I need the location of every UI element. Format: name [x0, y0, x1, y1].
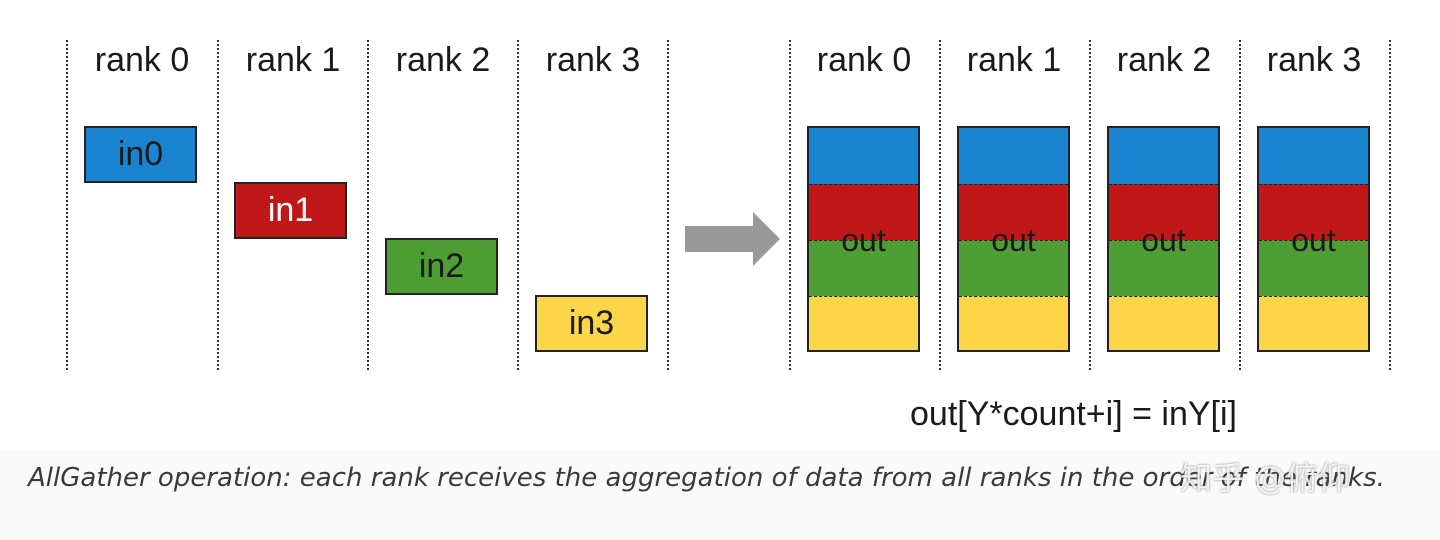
output-label: out [991, 222, 1036, 258]
input-label-in1: in1 [267, 191, 314, 229]
input-block-in3: in3 [535, 295, 648, 352]
input-block-in0: in0 [84, 126, 197, 183]
right-rank-label-3: rank 3 [1266, 41, 1362, 79]
output-segment-3 [1259, 296, 1368, 350]
rank-divider [1239, 40, 1241, 370]
output-buffer-rank-1: out [957, 126, 1070, 352]
rank-divider [1389, 40, 1391, 370]
input-block-in2: in2 [385, 238, 498, 295]
output-segment-0 [809, 128, 918, 184]
caption-band [0, 450, 1440, 540]
left-rank-label-3: rank 3 [545, 41, 641, 79]
output-segment-2 [809, 240, 918, 296]
allgather-formula: out[Y*count+i] = inY[i] [910, 395, 1237, 433]
input-label-in2: in2 [418, 247, 465, 285]
output-label: out [1141, 222, 1186, 258]
rank-divider [367, 40, 369, 370]
output-label: out [1291, 222, 1336, 258]
input-label-in3: in3 [568, 304, 615, 342]
right-rank-label-0: rank 0 [816, 41, 912, 79]
allgather-diagram: rank 0 rank 1 rank 2 rank 3 in0 in1 in2 … [66, 40, 1391, 433]
output-buffer-rank-2: out [1107, 126, 1220, 352]
right-arrow-icon [685, 212, 780, 266]
output-segment-0 [1109, 128, 1218, 184]
output-segment-1 [959, 184, 1068, 240]
output-label: out [841, 222, 886, 258]
output-buffer-rank-0: out [807, 126, 920, 352]
output-segment-1 [809, 184, 918, 240]
input-label-in0: in0 [117, 135, 164, 173]
left-rank-label-0: rank 0 [94, 41, 190, 79]
output-segment-3 [1109, 296, 1218, 350]
input-block-in1: in1 [234, 182, 347, 239]
output-segment-2 [959, 240, 1068, 296]
rank-divider [66, 40, 68, 370]
output-segment-3 [809, 296, 918, 350]
left-rank-label-2: rank 2 [395, 41, 491, 79]
rank-divider [789, 40, 791, 370]
output-segment-1 [1109, 184, 1218, 240]
output-segment-0 [1259, 128, 1368, 184]
figure-caption: AllGather operation: each rank receives … [28, 463, 1385, 493]
output-buffer-rank-3: out [1257, 126, 1370, 352]
output-segment-1 [1259, 184, 1368, 240]
output-segment-0 [959, 128, 1068, 184]
right-rank-label-2: rank 2 [1116, 41, 1212, 79]
watermark: 知乎 @俯仰 [1180, 459, 1351, 497]
output-segment-3 [959, 296, 1068, 350]
output-segment-2 [1259, 240, 1368, 296]
left-rank-label-1: rank 1 [245, 41, 341, 79]
rank-divider [217, 40, 219, 370]
rank-divider [1089, 40, 1091, 370]
rank-divider [517, 40, 519, 370]
right-rank-label-1: rank 1 [966, 41, 1062, 79]
rank-divider [939, 40, 941, 370]
rank-divider [667, 40, 669, 370]
output-segment-2 [1109, 240, 1218, 296]
